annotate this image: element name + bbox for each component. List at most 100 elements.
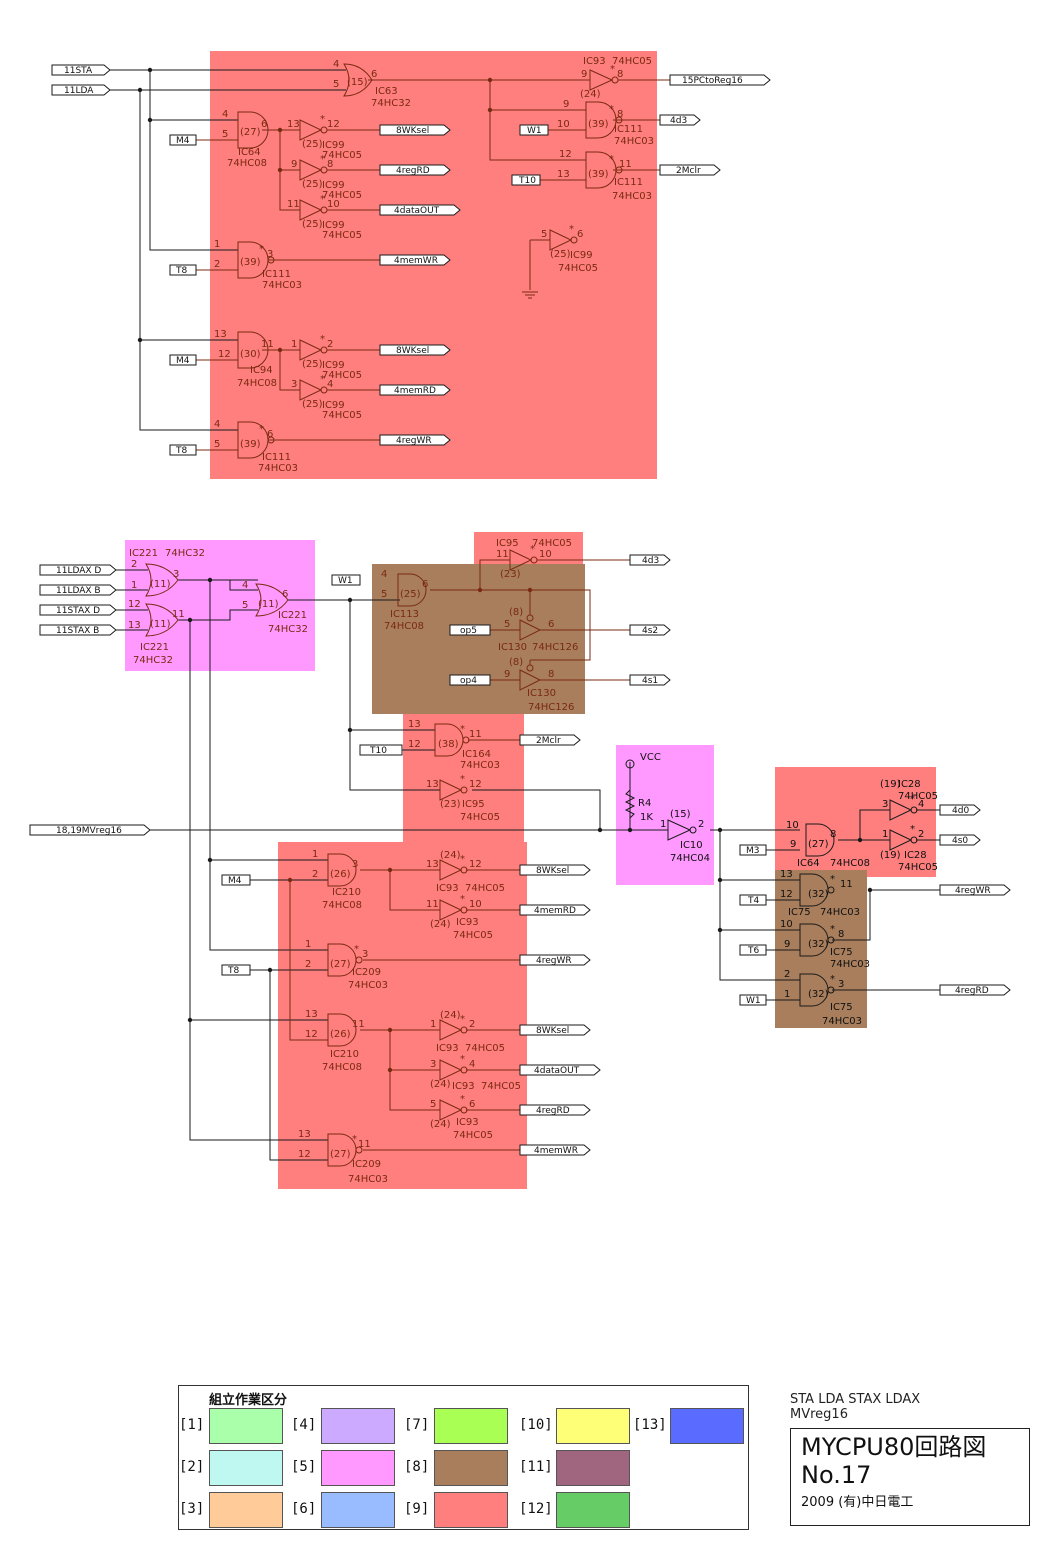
sig-op4: op4 xyxy=(460,676,477,686)
svg-text:*: * xyxy=(460,1014,465,1025)
sig-4regrd: 4regRD xyxy=(396,166,430,176)
svg-text:5: 5 xyxy=(430,1099,436,1110)
and-gate-ic210b xyxy=(327,1013,357,1047)
svg-text:1: 1 xyxy=(882,829,888,840)
svg-text:5: 5 xyxy=(504,619,510,630)
sig-t8: T8 xyxy=(175,446,187,456)
svg-text:IC111: IC111 xyxy=(262,269,291,280)
svg-text:5: 5 xyxy=(541,229,547,240)
and-gate-ic94 xyxy=(237,331,269,369)
svg-text:1: 1 xyxy=(305,939,311,950)
svg-text:6: 6 xyxy=(469,1099,475,1110)
svg-text:*: * xyxy=(610,64,615,75)
nand-gate-ic209b xyxy=(327,1133,357,1167)
inverter-ic99f xyxy=(549,229,573,251)
svg-text:11: 11 xyxy=(261,339,274,350)
svg-text:IC75: IC75 xyxy=(788,907,811,918)
svg-text:*: * xyxy=(460,854,465,865)
svg-text:4: 4 xyxy=(469,1059,475,1070)
svg-text:74HC08: 74HC08 xyxy=(384,621,424,632)
svg-text:9: 9 xyxy=(784,939,790,950)
svg-text:IC99: IC99 xyxy=(570,250,593,261)
svg-text:10: 10 xyxy=(786,820,799,831)
svg-text:12: 12 xyxy=(298,1149,311,1160)
svg-text:5: 5 xyxy=(242,600,248,611)
svg-text:10: 10 xyxy=(780,919,793,930)
svg-text:13: 13 xyxy=(408,719,421,730)
sig-2mclr: 2Mclr xyxy=(676,166,701,176)
inverter-ic93b xyxy=(439,859,463,881)
svg-text:IC221: IC221 xyxy=(140,642,169,653)
subtitle: STA LDA STAX LDAX MVreg16 xyxy=(790,1392,921,1422)
and-gate-ic64a xyxy=(237,111,269,149)
resistor-r4 xyxy=(624,789,636,819)
svg-text:*: * xyxy=(259,424,264,435)
sig-8wksel: 8WKsel xyxy=(536,1026,569,1036)
svg-text:74HC126: 74HC126 xyxy=(528,702,574,713)
inverter-ic28a xyxy=(889,799,913,821)
sig-4d0: 4d0 xyxy=(952,806,969,816)
svg-text:(27): (27) xyxy=(330,959,351,970)
nand-gate-ic111d xyxy=(585,151,617,189)
svg-text:IC99: IC99 xyxy=(322,180,345,191)
svg-text:74HC32: 74HC32 xyxy=(165,548,205,559)
svg-text:(8): (8) xyxy=(509,657,523,668)
svg-text:(24): (24) xyxy=(430,919,451,930)
buffer-ic130a xyxy=(519,619,542,641)
svg-text:(11): (11) xyxy=(150,579,171,590)
svg-text:(11): (11) xyxy=(258,599,279,610)
svg-text:4: 4 xyxy=(918,799,924,810)
svg-text:R4: R4 xyxy=(638,798,651,809)
svg-text:10: 10 xyxy=(327,199,340,210)
svg-text:13: 13 xyxy=(287,119,300,130)
svg-text:*: * xyxy=(460,724,465,735)
svg-text:13: 13 xyxy=(305,1009,318,1020)
inverter-ic99e xyxy=(299,379,323,401)
svg-text:74HC05: 74HC05 xyxy=(322,230,362,241)
svg-text:74HC08: 74HC08 xyxy=(322,900,362,911)
svg-text:IC93: IC93 xyxy=(436,1043,459,1054)
svg-text:2: 2 xyxy=(131,559,137,570)
sig-t8: T8 xyxy=(227,966,239,976)
svg-text:74HC05: 74HC05 xyxy=(898,791,938,802)
svg-text:(39): (39) xyxy=(240,257,261,268)
svg-text:(26): (26) xyxy=(330,1029,351,1040)
svg-text:*: * xyxy=(609,104,614,115)
svg-text:74HC05: 74HC05 xyxy=(898,862,938,873)
svg-text:1K: 1K xyxy=(640,812,653,823)
legend-swatch xyxy=(321,1408,395,1444)
svg-text:74HC03: 74HC03 xyxy=(822,1016,862,1027)
region-9-ic164 xyxy=(403,714,524,842)
legend-swatch xyxy=(670,1408,744,1444)
svg-text:12: 12 xyxy=(780,889,793,900)
or-gate-ic63 xyxy=(343,63,373,97)
sig-4s0: 4s0 xyxy=(952,836,968,846)
svg-text:74HC126: 74HC126 xyxy=(532,642,578,653)
svg-text:1: 1 xyxy=(660,819,666,830)
sig-4memrd: 4memRD xyxy=(534,906,576,916)
svg-text:(11): (11) xyxy=(150,619,171,630)
sig-4d3: 4d3 xyxy=(642,556,659,566)
svg-text:2: 2 xyxy=(312,869,318,880)
svg-text:4: 4 xyxy=(214,419,220,430)
svg-text:74HC08: 74HC08 xyxy=(237,378,277,389)
inverter-ic99d xyxy=(299,339,323,361)
sig-8wksel: 8WKsel xyxy=(396,346,429,356)
svg-text:4: 4 xyxy=(327,379,333,390)
svg-text:74HC05: 74HC05 xyxy=(612,56,652,67)
svg-text:74HC03: 74HC03 xyxy=(258,463,298,474)
svg-text:3: 3 xyxy=(838,979,844,990)
svg-text:1: 1 xyxy=(784,989,790,1000)
svg-text:*: * xyxy=(320,374,325,385)
inverter-ic28b xyxy=(889,829,913,851)
svg-text:(32): (32) xyxy=(808,989,829,1000)
svg-text:*: * xyxy=(460,774,465,785)
svg-text:12: 12 xyxy=(218,349,231,360)
svg-text:11: 11 xyxy=(469,729,482,740)
sig-18-19mvreg16: 18,19MVreg16 xyxy=(56,826,122,836)
and-gate-ic113 xyxy=(397,573,427,607)
svg-text:8: 8 xyxy=(617,69,623,80)
svg-text:5: 5 xyxy=(222,129,228,140)
inverter-ic95b xyxy=(439,779,463,801)
svg-text:IC221: IC221 xyxy=(129,548,158,559)
